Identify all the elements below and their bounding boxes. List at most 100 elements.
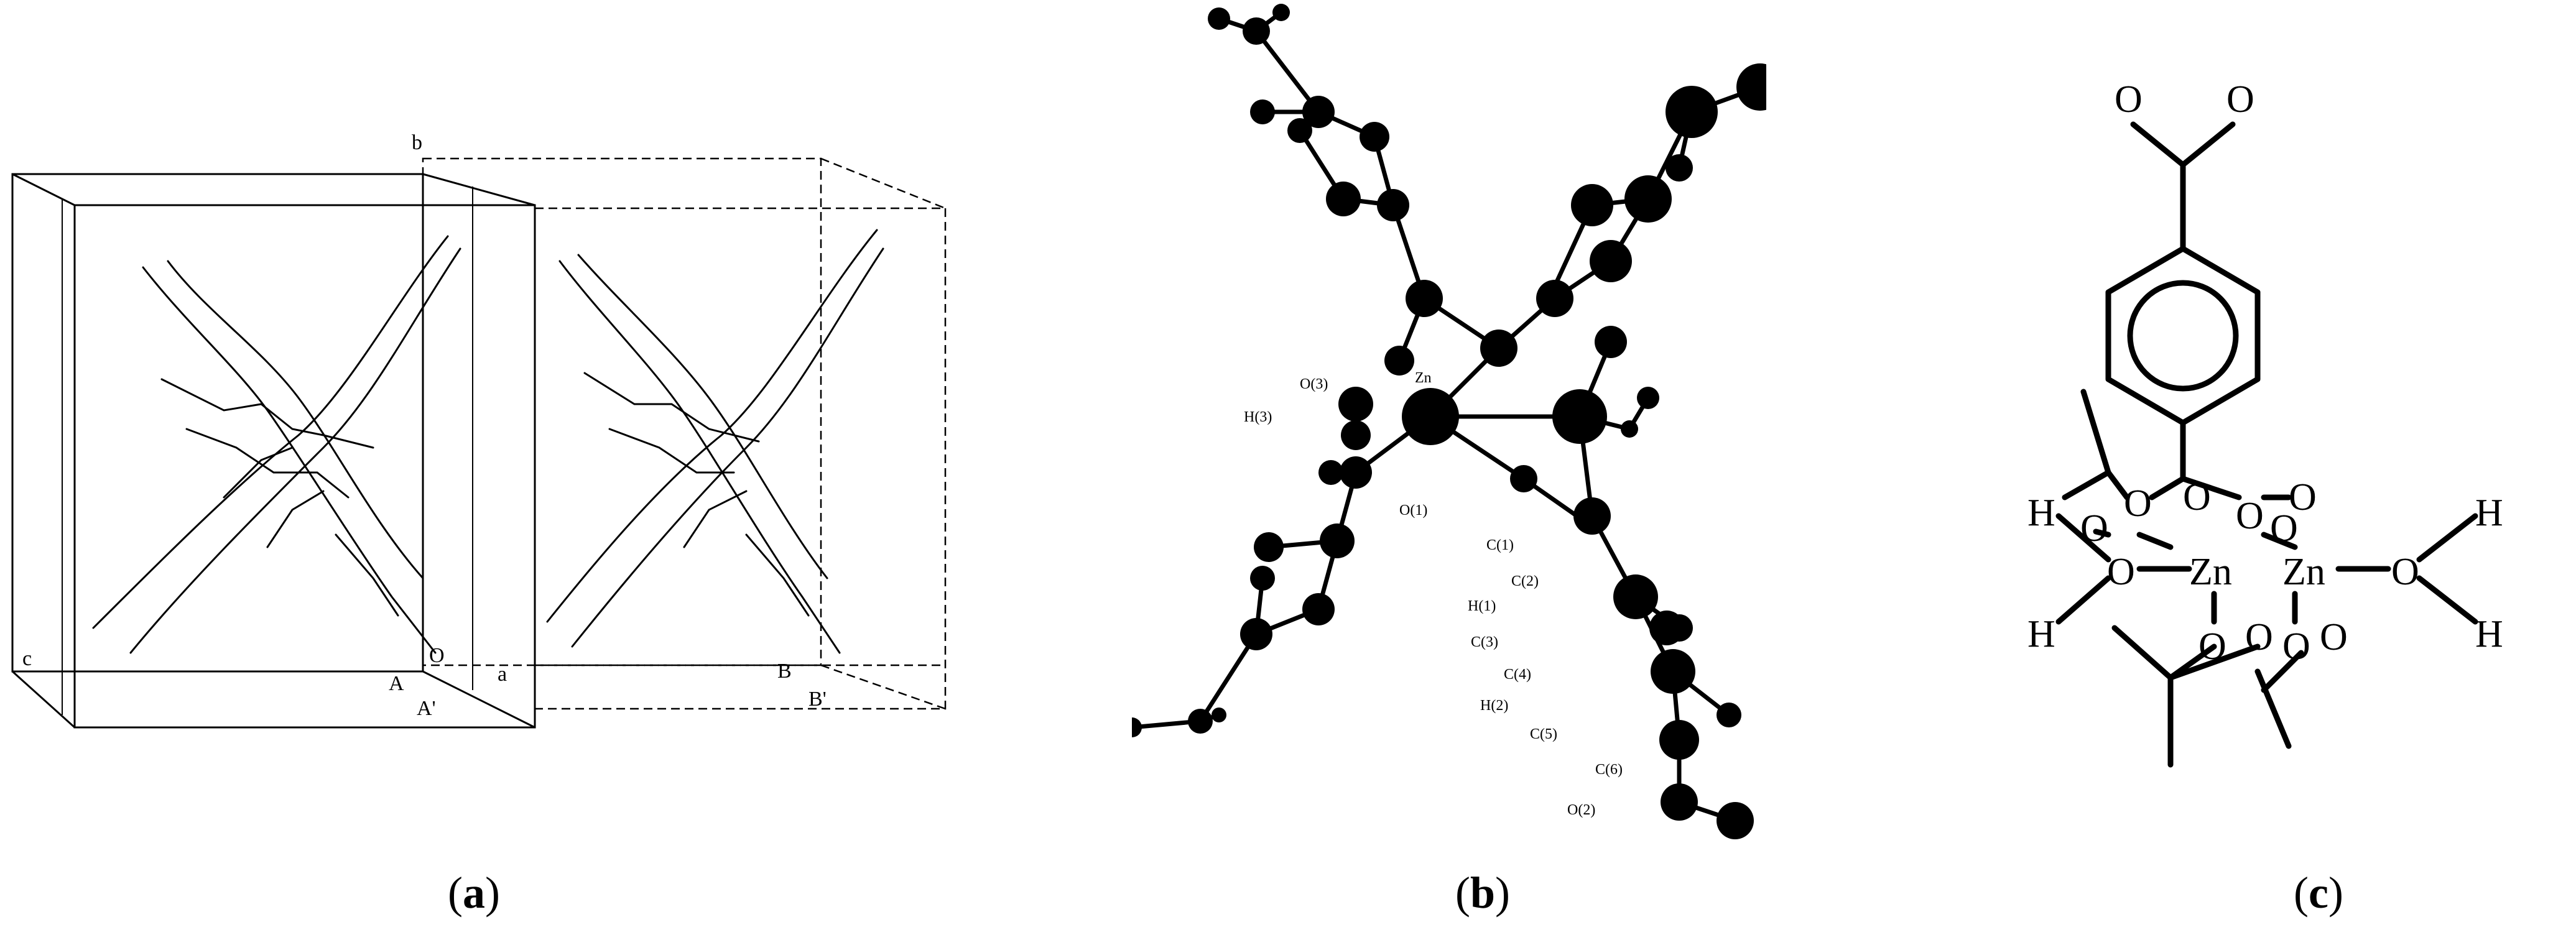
atom <box>1326 182 1361 216</box>
atom-label-o1: O(1) <box>1399 502 1427 519</box>
crystal-cell-drawing: b c a O A A' B B' <box>11 131 947 729</box>
atom-label-h: H <box>2475 613 2503 655</box>
atom <box>1717 703 1741 727</box>
caption-paren-open: ( <box>2294 868 2309 918</box>
atom <box>1254 532 1284 562</box>
atom <box>1666 154 1693 182</box>
aromatic-circle <box>2127 280 2239 392</box>
structural-formula-drawing: O O H H O Zn Zn O H H O O O O O O O O O … <box>2027 78 2503 768</box>
atom-label-o: O <box>2245 616 2273 658</box>
atom <box>1480 330 1517 367</box>
molecular-chains-right <box>546 229 884 654</box>
caption-c: (c) <box>2294 867 2343 919</box>
atom-label-c1: C(1) <box>1486 537 1514 553</box>
atom <box>1666 614 1693 642</box>
axis-label-c: c <box>22 647 32 670</box>
shifted-cell-frames <box>422 157 947 710</box>
axis-label-a: a <box>498 663 507 686</box>
atom <box>1272 4 1290 21</box>
point-label-a: A <box>389 672 404 695</box>
caption-paren-close: ) <box>1495 868 1511 918</box>
ball-and-stick-drawing: Zn O(3) H(3) O(1) C(1) C(2) H(1) C(3) C(… <box>1122 4 1784 839</box>
atom <box>1302 593 1335 625</box>
atom <box>1637 387 1659 409</box>
atom <box>1320 523 1355 558</box>
atom <box>1302 96 1335 128</box>
origin-label: O <box>429 644 445 667</box>
caption-letter: c <box>2308 868 2328 918</box>
atom-label-o: O <box>2115 78 2143 121</box>
atom <box>1360 122 1389 152</box>
atom-label-h: H <box>2027 492 2055 534</box>
atom <box>1717 802 1754 839</box>
atom <box>1384 346 1414 376</box>
atom <box>1318 460 1343 485</box>
atom <box>1406 280 1443 317</box>
cell-frames <box>11 173 536 729</box>
atom-label-o: O <box>2124 482 2152 525</box>
atom <box>1188 709 1213 734</box>
caption-a: (a) <box>448 867 500 919</box>
axis-label-b: b <box>412 131 422 154</box>
atom-label-o: O <box>2391 551 2419 593</box>
atom-label-c2: C(2) <box>1511 573 1539 589</box>
atom-label-o: O <box>2226 78 2254 121</box>
crystal-cell-panel: b c a O A A' B B' <box>0 0 970 943</box>
atom <box>1621 420 1638 438</box>
atom <box>1590 240 1632 282</box>
atom-label-o: O <box>2107 551 2135 593</box>
atom-label-h1: H(1) <box>1468 598 1496 614</box>
atom <box>1341 420 1371 450</box>
caption-b: (b) <box>1455 867 1510 919</box>
atom-label-o: O <box>2289 476 2317 519</box>
atom-label-zn: Zn <box>1415 370 1432 386</box>
atom-label-o2: O(2) <box>1567 802 1595 818</box>
atom <box>1736 63 1784 111</box>
atom <box>1243 17 1270 45</box>
atoms <box>1122 4 1784 839</box>
atom <box>1240 618 1272 650</box>
atom-label-h: H <box>2027 613 2055 655</box>
atom-label-c3: C(3) <box>1471 634 1498 650</box>
atom <box>1510 465 1537 492</box>
atom-label-o: O <box>2320 616 2348 658</box>
molecular-chains-left <box>92 235 461 654</box>
atom-label-o: O <box>2080 507 2108 550</box>
zinc-atom <box>1552 389 1607 444</box>
caption-paren-open: ( <box>448 868 463 918</box>
atom-label-o: O <box>2282 625 2310 668</box>
formula-bonds <box>2055 121 2478 768</box>
caption-letter: a <box>462 868 485 918</box>
point-label-a-prime: A' <box>417 697 436 720</box>
atom <box>1340 456 1372 489</box>
atom-label-c4: C(4) <box>1504 666 1531 683</box>
atom <box>1661 783 1698 821</box>
zinc-atom <box>1402 388 1459 445</box>
atom-label-h2: H(2) <box>1480 698 1508 714</box>
atom <box>1338 387 1373 422</box>
atom-label-h3: H(3) <box>1244 409 1272 425</box>
atom <box>1536 280 1573 317</box>
atom <box>1122 717 1142 737</box>
atom-label-zn: Zn <box>2189 551 2232 593</box>
point-label-b-prime: B' <box>808 688 827 711</box>
atom <box>1651 649 1695 694</box>
atom <box>1659 720 1699 760</box>
atom <box>1212 708 1226 722</box>
caption-letter: b <box>1470 868 1496 918</box>
atom-label-zn: Zn <box>2282 551 2325 593</box>
atom <box>1377 189 1409 221</box>
atom <box>1613 574 1658 619</box>
atom <box>1666 86 1718 138</box>
structural-formula-panel: O O H H O Zn Zn O H H O O O O O O O O O … <box>2027 0 2575 943</box>
atom <box>1624 175 1672 223</box>
atom <box>1573 497 1611 535</box>
atom <box>1250 99 1275 124</box>
atom-label-o: O <box>2236 495 2264 537</box>
atom-label-c5: C(5) <box>1530 726 1557 742</box>
atom <box>1250 566 1275 591</box>
atom <box>1287 118 1312 143</box>
atom <box>1571 184 1613 226</box>
atom-label-o3: O(3) <box>1300 376 1328 392</box>
atom-label-h: H <box>2475 492 2503 534</box>
